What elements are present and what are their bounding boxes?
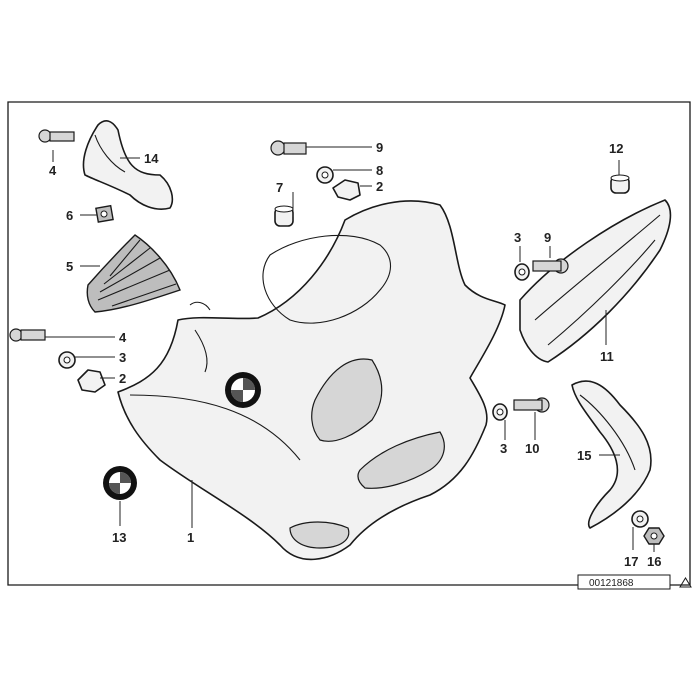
reference-number: 00121868: [589, 578, 634, 589]
screw: [9, 129, 569, 413]
callout-8: 8: [376, 163, 383, 178]
callout-5: 5: [66, 259, 73, 274]
side-fairing: [117, 200, 506, 561]
air-grille: [86, 234, 181, 313]
callout-3-left: 3: [119, 350, 126, 365]
callout-14: 14: [144, 151, 159, 166]
warning-triangle-icon: [679, 577, 692, 588]
callout-12: 12: [609, 141, 623, 156]
callout-4-middle: 4: [119, 330, 127, 345]
callout-17: 17: [624, 554, 638, 569]
callout-labels: 4 14 6 5 4 3 2 7 9 8 2 3 9 12 11 3 10 15…: [49, 140, 661, 569]
callout-13: 13: [112, 530, 126, 545]
callout-1: 1: [187, 530, 194, 545]
reference-box: 00121868: [577, 574, 671, 590]
callout-7: 7: [276, 180, 283, 195]
fairing-trim: [82, 120, 174, 210]
leader-lines: [45, 146, 655, 552]
callout-11: 11: [600, 349, 614, 364]
bmw-badge: [103, 466, 137, 500]
callout-3-right: 3: [514, 230, 521, 245]
callout-6: 6: [66, 208, 73, 223]
fairing-bmw-badge: [225, 372, 261, 408]
wind-deflector: [519, 199, 672, 363]
clip-nut: [95, 204, 114, 223]
callout-9-right: 9: [544, 230, 551, 245]
callout-16: 16: [647, 554, 661, 569]
washer: [58, 166, 649, 528]
callout-4-top: 4: [49, 163, 57, 178]
callout-10: 10: [525, 441, 539, 456]
cap: [610, 174, 630, 194]
callout-15: 15: [577, 448, 591, 463]
callout-9-top: 9: [376, 140, 383, 155]
lower-trim: [571, 380, 652, 529]
callout-3-bottom: 3: [500, 441, 507, 456]
clip: [77, 179, 361, 393]
nut: [643, 527, 665, 545]
grommet: [274, 205, 294, 227]
callout-2-top: 2: [376, 179, 383, 194]
callout-2-left: 2: [119, 371, 126, 386]
